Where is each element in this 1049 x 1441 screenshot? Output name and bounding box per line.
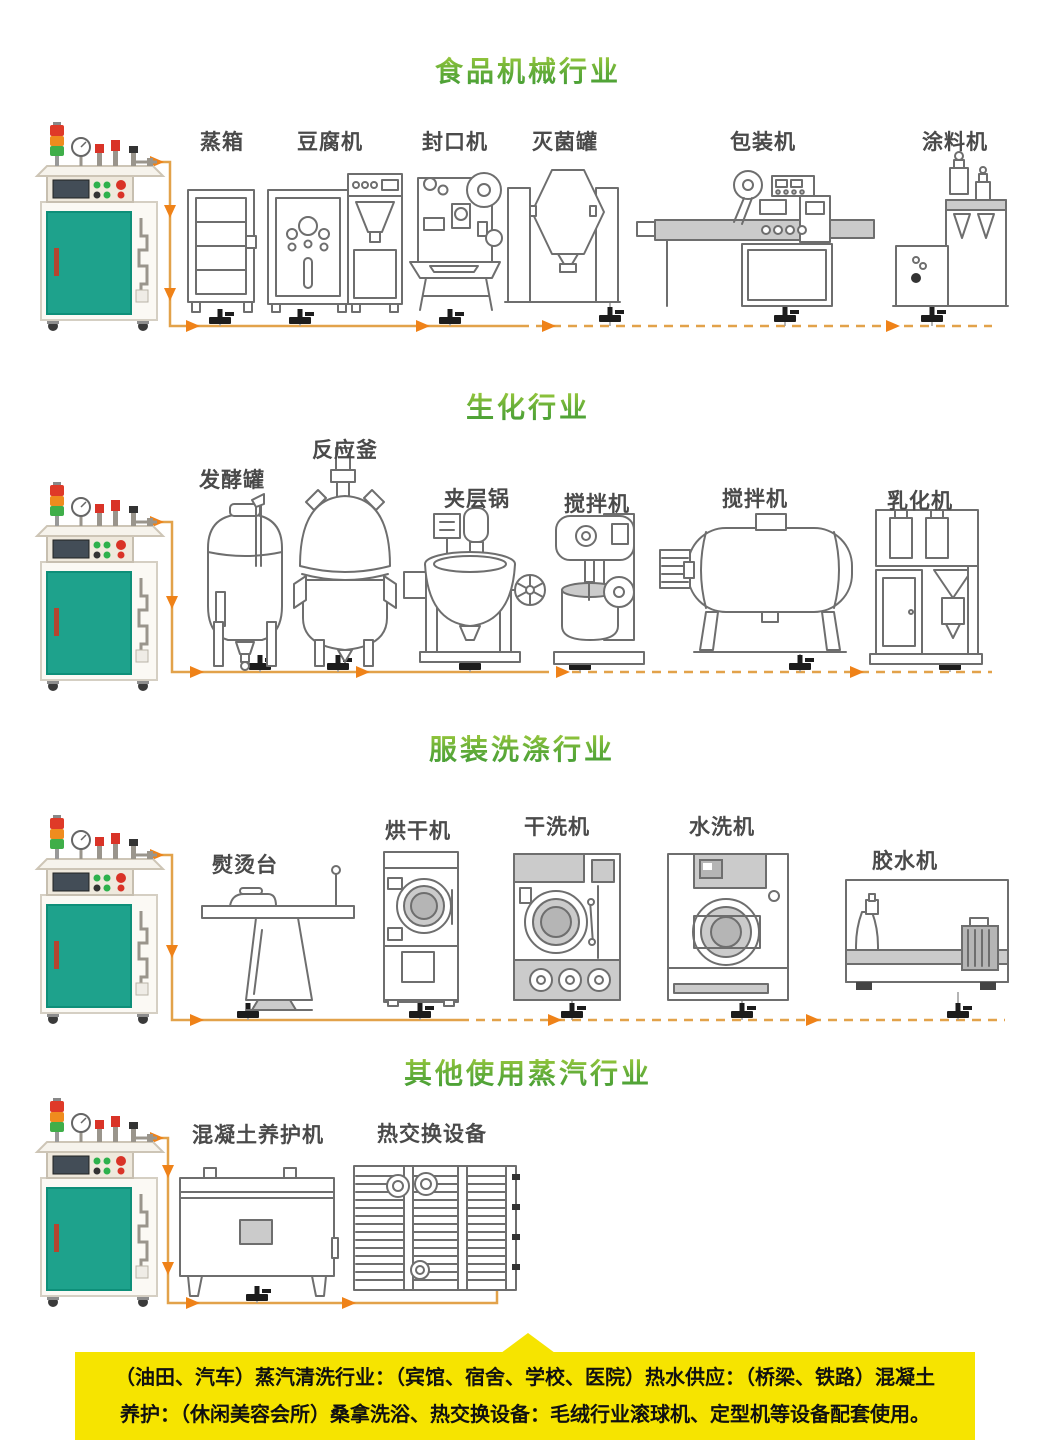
machine-label-dryer: 烘干机 xyxy=(385,819,451,843)
section1-flow-line xyxy=(150,156,992,332)
machine-label-stand-mixer: 搅拌机 xyxy=(564,492,630,516)
machine-label-steamer-cabinet: 蒸箱 xyxy=(200,130,244,154)
emulsifier-drawing xyxy=(869,509,983,665)
section2-title: 生化行业 xyxy=(466,386,590,426)
sterilization-tank-drawing xyxy=(504,169,621,303)
machine-label-sterilization-tank: 灭菌罐 xyxy=(532,130,598,154)
section4-title: 其他使用蒸汽行业 xyxy=(404,1052,652,1092)
machine-label-ironing-table: 熨烫台 xyxy=(212,853,278,877)
fermentation-tank-drawing xyxy=(207,493,283,671)
dryer-machine-drawing xyxy=(383,851,459,1007)
machine-label-glue-machine: 胶水机 xyxy=(872,849,938,873)
machine-label-heat-exchanger: 热交换设备 xyxy=(377,1122,487,1146)
steam-valve-icons-row3 xyxy=(237,1003,972,1018)
steam-valve-icons-row1 xyxy=(209,307,946,324)
banner-text-line2: 养护：（休闲美容会所）桑拿洗浴、热交换设备：毛绒行业滚球机、定型机等设备配套使用… xyxy=(120,1402,930,1426)
steam-generator-1 xyxy=(35,120,165,333)
machine-label-concrete-curing-machine: 混凝土养护机 xyxy=(192,1123,324,1147)
steam-generator-3 xyxy=(35,813,165,1026)
machine-label-sealing-machine: 封口机 xyxy=(422,130,488,154)
steam-generator-2 xyxy=(35,480,165,693)
water-washing-machine-drawing xyxy=(667,853,789,1001)
machine-label-jacketed-kettle: 夹层锅 xyxy=(444,487,510,511)
ironing-table-drawing xyxy=(201,865,355,1011)
machine-label-horizontal-mixer: 搅拌机 xyxy=(722,487,788,511)
stand-mixer-drawing xyxy=(553,513,645,665)
jacketed-kettle-drawing xyxy=(403,507,546,663)
concrete-curing-machine-drawing xyxy=(179,1167,339,1297)
dry-cleaning-machine-drawing xyxy=(513,853,621,1001)
machine-label-coating-machine: 涂料机 xyxy=(922,130,988,154)
machine-label-reactor: 反应釜 xyxy=(312,438,378,462)
glue-machine-drawing xyxy=(845,879,1009,990)
horizontal-mixer-drawing xyxy=(659,513,853,653)
steamer-cabinet-drawing xyxy=(187,189,257,313)
applications-banner: （油田、汽车）蒸汽清洗行业：（宾馆、宿舍、学校、医院）热水供应：（桥梁、铁路）混… xyxy=(75,1352,975,1440)
machine-label-emulsifier: 乳化机 xyxy=(887,489,953,513)
machine-label-fermentation-tank: 发酵罐 xyxy=(199,468,265,492)
section1-title: 食品机械行业 xyxy=(435,50,621,90)
heat-exchanger-drawing xyxy=(353,1165,520,1291)
banner-pointer-triangle xyxy=(501,1333,555,1353)
section4-flow-line xyxy=(150,1132,511,1309)
machine-label-tofu-machine: 豆腐机 xyxy=(297,130,363,154)
packaging-machine-drawing xyxy=(636,170,875,307)
coating-machine-drawing xyxy=(892,151,1009,307)
steam-generator-4 xyxy=(35,1096,165,1309)
machine-label-dry-cleaning-machine: 干洗机 xyxy=(524,815,590,839)
machine-label-water-washing-machine: 水洗机 xyxy=(689,815,755,839)
machine-label-packaging-machine: 包装机 xyxy=(730,130,796,154)
section3-flow-line xyxy=(150,849,1005,1026)
sealing-machine-drawing xyxy=(409,172,503,311)
banner-text-line1: （油田、汽车）蒸汽清洗行业：（宾馆、宿舍、学校、医院）热水供应：（桥梁、铁路）混… xyxy=(115,1365,935,1389)
section3-title: 服装洗涤行业 xyxy=(429,728,615,768)
tofu-machine-drawing xyxy=(267,173,403,313)
reactor-vessel-drawing xyxy=(293,447,397,667)
